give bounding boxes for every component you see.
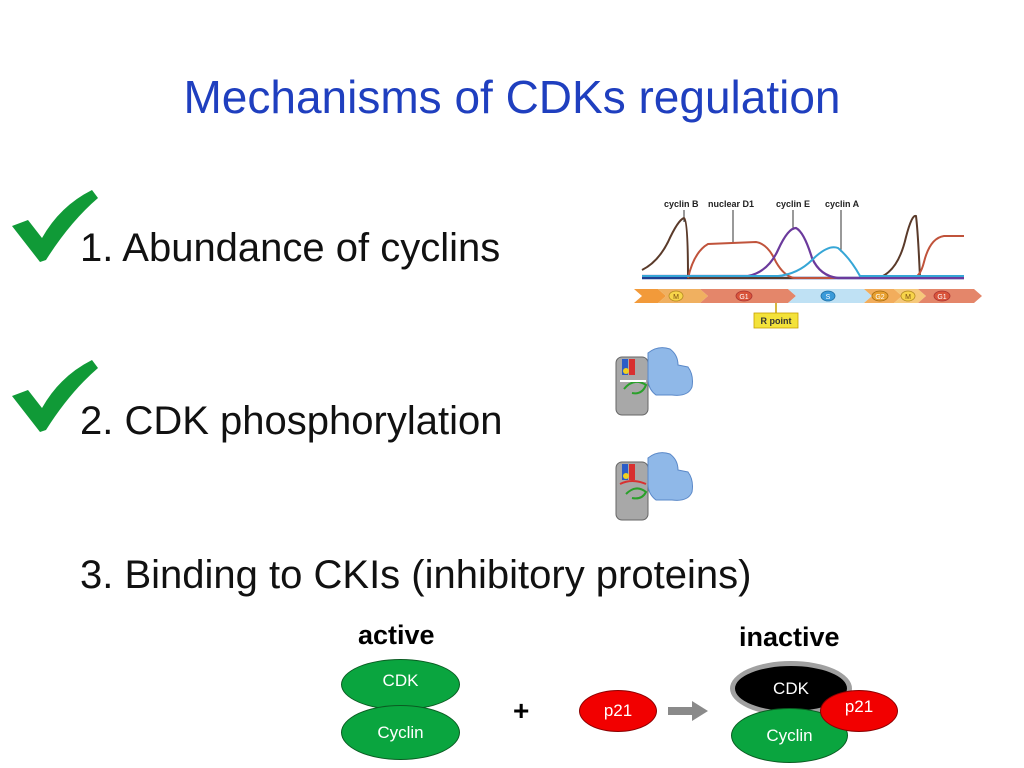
cyclin-label: cyclin B	[664, 199, 699, 209]
cyclin-label: Cyclin	[766, 725, 813, 745]
phase-label: S	[826, 294, 831, 301]
r-point-label: R point	[761, 316, 792, 326]
p21-oval: p21	[579, 690, 657, 732]
cyclin-b-curve	[641, 214, 921, 279]
phase-label: G1	[937, 294, 946, 301]
checkmark-icon	[12, 360, 98, 432]
cdk-label: CDK	[382, 670, 419, 690]
phase-label: G2	[875, 294, 884, 301]
cyclin-label: nuclear D1	[708, 199, 754, 209]
cyclin-oval-active: Cyclin	[341, 705, 460, 760]
phase-label: M	[905, 294, 911, 301]
phase-label: M	[673, 294, 679, 301]
p21-label: p21	[844, 697, 874, 716]
inactive-label: inactive	[739, 622, 840, 652]
cyclin-label: cyclin E	[776, 199, 810, 209]
p21-oval-bound: p21	[820, 690, 898, 732]
checkmark-icon	[12, 190, 98, 262]
plus-sign: +	[513, 695, 530, 726]
phase-label: G1	[739, 294, 748, 301]
cdk-structure-icon	[615, 347, 693, 416]
slide-title: Mechanisms of CDKs regulation	[183, 71, 841, 123]
cyclin-e-curve	[642, 226, 964, 280]
cyclin-levels-figure: cyclin B nuclear D1 cyclin E cyclin A M …	[634, 199, 982, 329]
list-item-cdk-phosphorylation: 2. CDK phosphorylation	[80, 399, 503, 443]
cyclin-label: Cyclin	[377, 722, 424, 742]
cyclin-a-curve	[642, 246, 964, 277]
cdk-structure-icon	[615, 452, 693, 521]
cyclin-d1-curve	[687, 235, 964, 279]
cdk-oval-active: CDK	[341, 659, 460, 710]
active-label: active	[358, 620, 435, 650]
list-item-cyclin-abundance: 1. Abundance of cyclins	[80, 226, 501, 270]
p21-label: p21	[603, 701, 633, 720]
cdk-label: CDK	[773, 678, 809, 698]
list-item-cki-binding: 3. Binding to CKIs (inhibitory proteins)	[80, 553, 752, 597]
cyclin-label: cyclin A	[825, 199, 860, 209]
arrow-right-icon	[668, 701, 708, 721]
